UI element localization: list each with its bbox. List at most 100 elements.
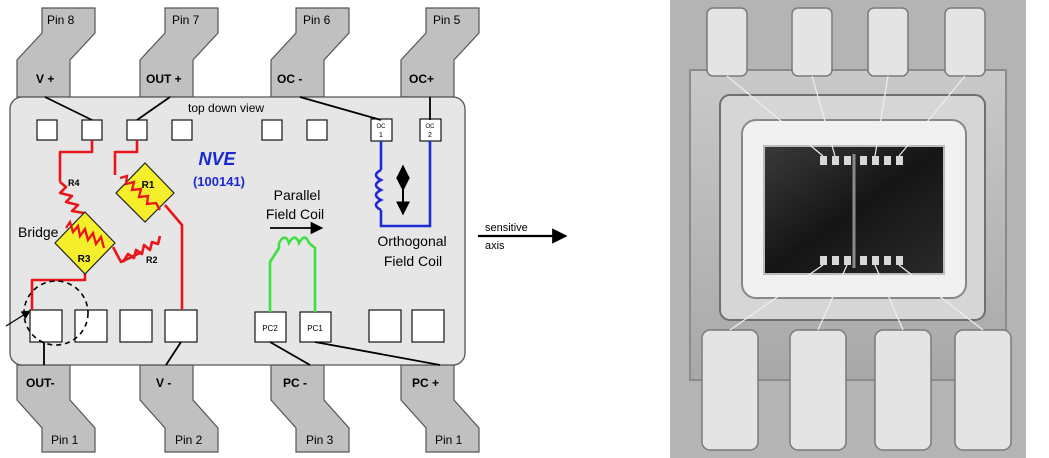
oc1-pad-label-top: OC: [377, 124, 387, 130]
bond-wire: [136, 96, 171, 121]
resistor-r1: R1: [115, 162, 175, 223]
signal-label: OC -: [277, 72, 302, 86]
photo-lead: [867, 7, 909, 77]
wire-r1-r2: [164, 204, 184, 310]
r4-label: R4: [68, 178, 80, 188]
signal-label: OUT +: [146, 72, 182, 86]
photo-bond-wires: [726, 75, 984, 331]
bond-wires: [43, 96, 441, 366]
pin-number-label: Pin 8: [47, 13, 75, 27]
pad: [119, 309, 153, 343]
bond-wire: [314, 341, 441, 366]
view-label: top down view: [188, 101, 264, 115]
pin-number-label: Pin 5: [433, 13, 461, 27]
bond-wire: [299, 96, 382, 121]
pc-lead-right: [308, 242, 317, 312]
pc-coil-loops: [277, 236, 311, 247]
photo-lead: [701, 329, 759, 451]
signal-label: V +: [36, 72, 54, 86]
pc2-pad-label: PC2: [262, 324, 278, 333]
pad: [74, 309, 108, 343]
pad-pc1: [299, 311, 332, 343]
pin-2-lead: [139, 364, 219, 453]
sensitive-axis-label-2: axis: [485, 240, 505, 252]
pinout-diagram: R1 R3 R4 R2 Pin 8: [5, 7, 480, 453]
brand-label: NVE: [198, 149, 236, 169]
part-number-label: (100141): [193, 174, 245, 189]
photo-bottom-leads: [701, 329, 1012, 451]
r3-diamond: [54, 211, 116, 275]
pad: [36, 119, 58, 141]
signal-label: OUT-: [26, 376, 55, 390]
chip-photo-icon: [670, 0, 1026, 458]
pad: [81, 119, 103, 141]
pointer-arrow: [5, 310, 31, 327]
r2-label: R2: [146, 255, 158, 265]
bond-wire: [44, 96, 93, 121]
signal-label: OC+: [409, 72, 434, 86]
sensitive-axis-label-1: sensitive: [485, 222, 528, 234]
oc1-pad-label-bottom: 1: [379, 132, 383, 139]
pad: [261, 119, 283, 141]
oc-coil-loops: [374, 168, 384, 212]
bottom-pin-labels: Pin 1 Pin 2 Pin 3 Pin 1: [51, 433, 463, 447]
top-signal-labels: V + OUT + OC - OC+: [36, 72, 434, 86]
package-body: [9, 96, 466, 366]
photo-lead: [706, 7, 748, 77]
pin-number-label: Pin 1: [51, 433, 79, 447]
pad: [411, 309, 445, 343]
pc1-pad-label: PC1: [307, 324, 323, 333]
pin-number-label: Pin 2: [175, 433, 203, 447]
signal-label: V -: [156, 376, 171, 390]
pc-lead-left: [268, 243, 281, 312]
pin-number-label: Pin 3: [306, 433, 334, 447]
r1-zigzag: [119, 174, 161, 211]
wire-r4-top: [58, 140, 94, 182]
photo-top-leads: [706, 7, 986, 77]
top-pads: [36, 118, 442, 142]
photo-lead: [944, 7, 986, 77]
top-pin-labels: Pin 8 Pin 7 Pin 6 Pin 5: [47, 13, 461, 27]
parallel-field-coil: [268, 236, 317, 312]
pad: [306, 119, 328, 141]
pad: [164, 309, 198, 343]
resistor-r3: R3: [54, 211, 116, 275]
oc2-pad-label-top: OC: [426, 124, 436, 130]
r3-zigzag: [65, 219, 106, 249]
orthogonal-field-coil: [374, 141, 432, 228]
pin-number-label: Pin 7: [172, 13, 200, 27]
bottom-signal-labels: OUT- V - PC - PC +: [26, 376, 439, 390]
wire-r1-top: [113, 140, 139, 175]
signal-label: PC +: [412, 376, 439, 390]
bond-wire: [269, 341, 311, 366]
parallel-coil-label-2: Field Coil: [266, 206, 324, 222]
pin-3-lead: [270, 364, 350, 453]
pin-number-label: Pin 6: [303, 13, 331, 27]
bottom-pins: [16, 364, 480, 453]
pad: [171, 119, 193, 141]
photo-die-bond-pads: [820, 156, 903, 265]
photo-lead: [791, 7, 833, 77]
orthogonal-coil-label-2: Field Coil: [384, 253, 442, 269]
photo-lead: [874, 329, 932, 451]
bridge-label: Bridge: [18, 224, 59, 240]
oc-lead-right: [379, 141, 432, 228]
pin-1-lead-left: [16, 364, 96, 453]
parallel-coil-label-1: Parallel: [274, 187, 321, 203]
pin-number-label: Pin 1: [435, 433, 463, 447]
pad: [126, 119, 148, 141]
pin-1-lead-right: [400, 364, 480, 453]
r1-label: R1: [142, 180, 155, 191]
r2-zigzag: [121, 235, 162, 263]
photo-lead: [789, 329, 847, 451]
top-pins: [16, 7, 480, 98]
pad: [368, 309, 402, 343]
bond-wire: [165, 341, 182, 366]
photo-lead: [954, 329, 1012, 451]
orthogonal-coil-label-1: Orthogonal: [377, 233, 446, 249]
r3-label: R3: [78, 254, 91, 265]
sensitive-axis: sensitive axis: [478, 222, 568, 252]
oc2-pad-label-bottom: 2: [428, 132, 432, 139]
signal-label: PC -: [283, 376, 307, 390]
